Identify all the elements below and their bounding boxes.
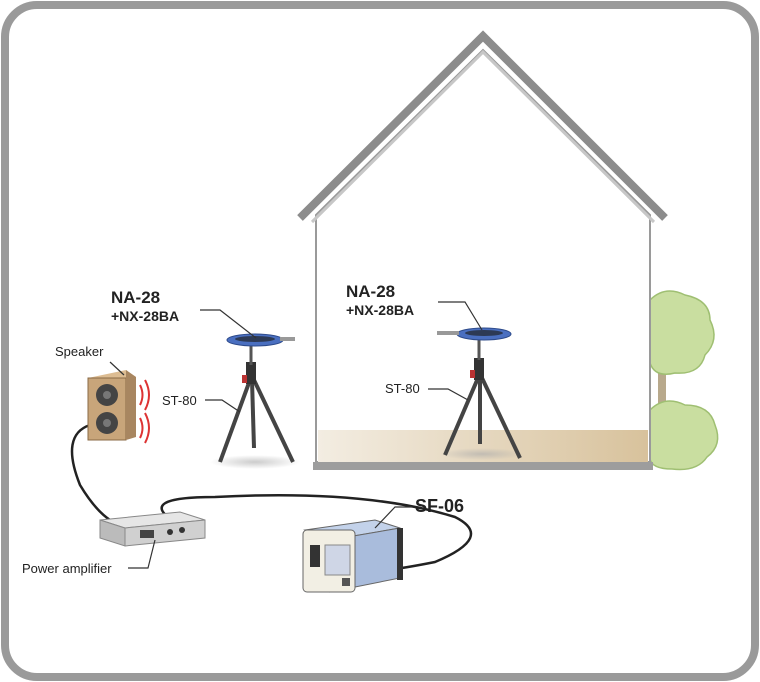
tripod-right-label: ST-80 [385, 381, 420, 396]
leader-lines [109, 301, 483, 569]
sf06-label: SF-06 [415, 496, 464, 516]
speaker-label: Speaker [55, 344, 104, 359]
mic-right-option-label: +NX-28BA [346, 302, 414, 318]
tripod-left-label: ST-80 [162, 393, 197, 408]
microphone-left [226, 333, 295, 347]
power-amplifier-icon [99, 511, 206, 547]
source-cable [160, 494, 473, 574]
microphone-right [437, 327, 512, 341]
mic-left-model-label: NA-28 [111, 288, 160, 307]
speaker-icon [87, 370, 150, 444]
tripod-right [440, 340, 524, 460]
mic-right-model-label: NA-28 [346, 282, 395, 301]
house [297, 30, 668, 470]
sf06-device-icon [302, 519, 403, 593]
tripod-left [210, 345, 300, 469]
tree-icon [649, 290, 719, 471]
amplifier-label: Power amplifier [22, 561, 112, 576]
mic-left-option-label: +NX-28BA [111, 308, 179, 324]
speaker-cable [70, 423, 111, 522]
